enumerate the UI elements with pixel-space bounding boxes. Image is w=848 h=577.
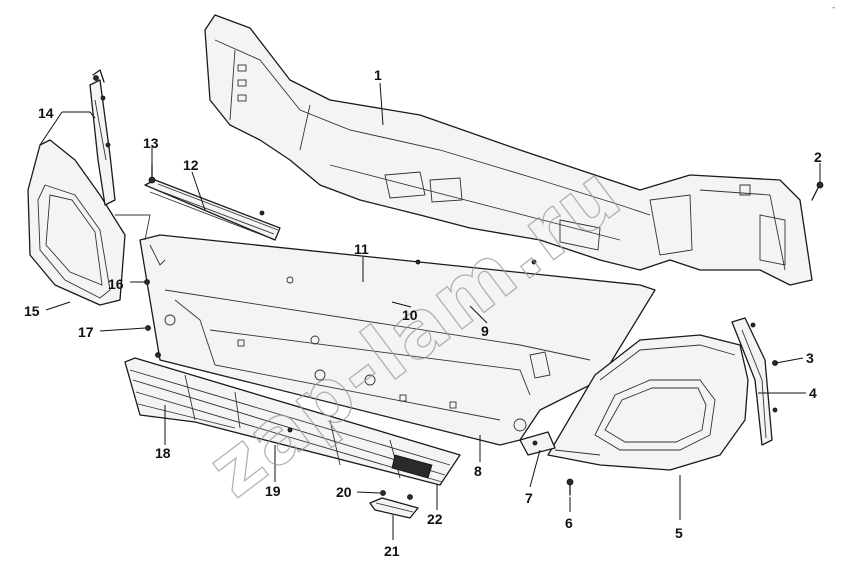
part-3-screw [750,322,778,413]
callout-22: 22 [427,511,443,527]
part-13-screw [148,164,156,184]
part-8-center-bumper [139,234,656,446]
corner-mark: - [832,3,835,13]
part-18-lower-grille [124,357,461,486]
part-1-bumper-frame [204,14,813,286]
callout-20: 20 [336,484,352,500]
callout-4: 4 [809,385,817,401]
callout-1: 1 [374,67,382,83]
part-17-clip [145,325,161,358]
part-2-bolt [811,181,824,201]
part-4-right-bracket [731,317,773,446]
callout-9: 9 [481,323,489,339]
callout-2: 2 [814,149,822,165]
callout-11: 11 [354,241,369,257]
callout-14: 14 [38,105,54,121]
callout-21: 21 [384,543,400,559]
part-12-step-plate-left [144,179,281,241]
callout-7: 7 [525,490,533,506]
leader-lines [39,82,821,540]
callout-10: 10 [402,307,418,323]
callout-16: 16 [108,276,124,292]
part-7-bracket [519,431,556,456]
callout-18: 18 [155,445,171,461]
callout-17: 17 [78,324,94,340]
part-15-left-corner [27,139,151,306]
part-22-screw [407,494,413,500]
callout-19: 19 [265,483,281,499]
part-10-fastener [259,210,537,265]
callout-8: 8 [474,463,482,479]
callout-13: 13 [143,135,159,151]
callout-6: 6 [565,515,573,531]
part-5-right-corner [547,334,749,471]
callout-numbers: 1 2 3 4 5 6 7 8 9 10 11 12 13 14 15 16 1… [24,67,822,559]
callout-12: 12 [183,157,199,173]
part-20-screw [380,490,386,496]
callout-5: 5 [675,525,683,541]
part-6-fastener [566,478,574,496]
callout-15: 15 [24,303,40,319]
part-14-left-bracket [89,69,116,206]
part-21-tow-cover [369,497,419,519]
part-16-clip [144,279,150,285]
callout-3: 3 [806,350,814,366]
